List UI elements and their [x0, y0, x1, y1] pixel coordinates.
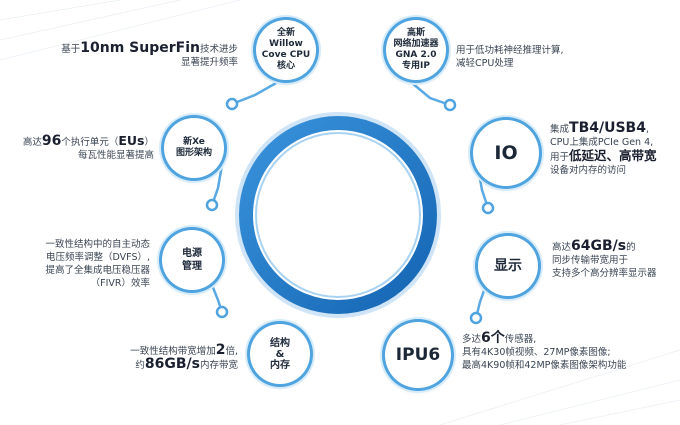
desc-power: 一致性结构中的自主动态 电压频率调整（DVFS）, 提高了全集成电压稳压器 （F… — [45, 238, 150, 290]
desc-text: 基于 — [61, 44, 81, 55]
desc-text: 高达 — [552, 242, 572, 253]
node-willow-cove-cpu: 全新 Willow Cove CPU 核心 — [256, 20, 316, 80]
desc-gna: 用于低功耗神经推理计算, 减轻CPU处理 — [456, 44, 564, 70]
connector-willow — [231, 76, 286, 106]
desc-memory: 一致性结构带宽增加2倍, 约86GB/s内存带宽 — [130, 342, 238, 372]
node-fabric-memory: 结构 & 内存 — [250, 324, 310, 384]
node-memory-label: 结构 & 内存 — [270, 337, 290, 371]
desc-ipu6: 多达6个传感器, 具有4K30帧视频、27MP像素图像; 最高4K90帧和42M… — [462, 330, 627, 372]
desc-willow: 基于10nm SuperFin技术进步 显著提升频率 — [61, 40, 238, 69]
desc-text: 减轻CPU处理 — [456, 58, 514, 69]
desc-highlight: 6个 — [481, 330, 505, 346]
desc-text: 显著提升频率 — [180, 57, 238, 68]
node-display: 显示 — [478, 236, 538, 296]
desc-highlight: 2 — [215, 342, 226, 358]
connector-dot — [469, 311, 483, 325]
desc-text: 的 — [626, 242, 636, 253]
desc-text: 内存带宽 — [199, 360, 238, 371]
node-display-label: 显示 — [494, 258, 522, 274]
desc-text: 多达 — [462, 334, 482, 345]
desc-highlight: 96 — [41, 133, 62, 149]
desc-text: 约 — [135, 360, 145, 371]
desc-highlight: 86GB/s — [144, 356, 200, 372]
desc-display: 高达64GB/s的 同步传输带宽用于 支持多个高分辨率显示器 — [552, 238, 657, 280]
desc-io: 集成TB4/USB4, CPU上集成PCIe Gen 4, 用于低延迟、高带宽 … — [550, 120, 657, 177]
desc-highlight: EUs — [118, 133, 145, 148]
desc-text: 用于 — [550, 152, 570, 163]
desc-text: 提高了全集成电压稳压器 — [45, 265, 150, 276]
desc-text: 个执行单元（ — [61, 137, 119, 148]
desc-text: 具有4K30帧视频、27MP像素图像; — [462, 347, 611, 358]
desc-text: （FIVR）效率 — [90, 278, 150, 289]
connector-gna — [405, 77, 451, 107]
desc-highlight: 10nm SuperFin — [80, 40, 200, 56]
node-power-label: 电源 管理 — [182, 248, 202, 272]
desc-highlight: TB4/USB4 — [569, 120, 646, 136]
connector-dot — [443, 98, 457, 112]
node-io-label: IO — [494, 142, 518, 164]
central-ring — [239, 116, 437, 314]
desc-text: , — [645, 124, 649, 135]
node-xe-graphics: 新Xe 图形架构 — [164, 118, 224, 178]
node-io: IO — [473, 120, 539, 186]
desc-highlight: 低延迟、高带宽 — [569, 148, 657, 163]
connector-dot — [205, 198, 219, 212]
node-gna-label: 高斯 网络加速器 GNA 2.0 专用IP — [393, 28, 439, 71]
node-ipu6: IPU6 — [385, 322, 451, 388]
desc-text: 设备对内存的访问 — [550, 165, 627, 176]
desc-text: 同步传输带宽用于 — [552, 255, 629, 266]
desc-text: CPU上集成PCIe Gen 4, — [550, 137, 654, 148]
desc-text: 用于低功耗神经推理计算, — [456, 45, 564, 56]
connector-io — [476, 167, 490, 209]
desc-text: 电压频率调整（DVFS）, — [46, 252, 150, 263]
desc-text: 集成 — [550, 124, 570, 135]
desc-text: 每瓦性能显著提高 — [77, 150, 154, 161]
node-willow-label: 全新 Willow Cove CPU 核心 — [261, 28, 311, 71]
desc-text: ） — [144, 137, 154, 148]
connector-dot — [215, 305, 229, 319]
desc-text: 最高4K90帧和42MP像素图像架构功能 — [462, 360, 627, 371]
central-ring-outer — [235, 112, 441, 318]
desc-text: 支持多个高分辨率显示器 — [552, 268, 657, 279]
node-ipu-label: IPU6 — [395, 345, 441, 365]
desc-text: 一致性结构带宽增加 — [130, 346, 216, 357]
central-ring-inner — [255, 132, 421, 298]
desc-text: 高达 — [22, 137, 42, 148]
desc-text: 一致性结构中的自主动态 — [45, 239, 150, 250]
node-power-management: 电源 管理 — [162, 230, 222, 290]
desc-text: 传感器, — [504, 334, 537, 345]
desc-text: 倍, — [225, 346, 238, 357]
desc-xe: 高达96个执行单元（EUs） 每瓦性能显著提高 — [23, 134, 154, 162]
desc-text: 技术进步 — [199, 44, 238, 55]
desc-highlight: 64GB/s — [571, 238, 627, 254]
node-gna: 高斯 网络加速器 GNA 2.0 专用IP — [386, 20, 446, 80]
connector-dot — [481, 201, 495, 215]
connector-dot — [225, 97, 239, 111]
node-xe-label: 新Xe 图形架构 — [175, 137, 212, 158]
